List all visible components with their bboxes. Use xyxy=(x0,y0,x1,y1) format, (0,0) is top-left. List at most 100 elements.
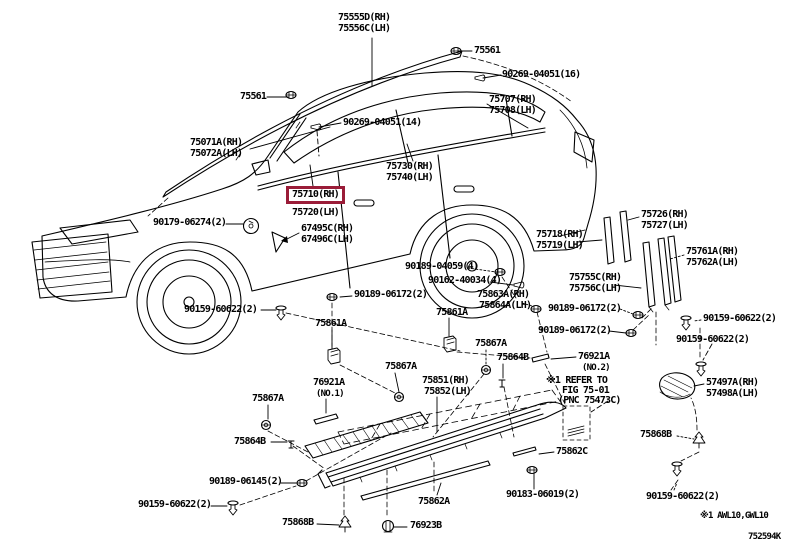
trunk-line xyxy=(560,110,587,168)
side-glass-band xyxy=(284,92,545,163)
grille-slats xyxy=(34,242,110,289)
front-wheel xyxy=(137,250,241,354)
label-75868b-bottom: 75868B xyxy=(282,517,314,528)
strip-75755c xyxy=(643,242,655,307)
label-90189-06172-2-c: 90189-06172(2) xyxy=(538,325,612,336)
label-75864b-top: 75864B xyxy=(497,352,529,363)
label-75072a-lh: 75072A(LH) xyxy=(190,148,243,159)
label-refer-line-2: FIG 75-01 xyxy=(562,385,610,396)
strip-75718 xyxy=(604,217,614,264)
label-75861a-left: 75861A xyxy=(315,318,347,329)
label-75761a-rh: 75761A(RH) xyxy=(686,246,739,257)
label-75719-lh: 75719(LH) xyxy=(536,240,584,251)
label-75851-rh: 75851(RH) xyxy=(422,375,470,386)
strip-76921a-no1 xyxy=(314,414,338,424)
label-57498a-lh: 57498A(LH) xyxy=(706,388,759,399)
label-67495c-rh: 67495C(RH) xyxy=(301,223,354,234)
sash-moulding-strips xyxy=(604,211,681,312)
label-57497a-rh: 57497A(RH) xyxy=(706,377,759,388)
label-76921a-no2-sub: (NO.2) xyxy=(582,363,611,373)
construction-dashes xyxy=(240,277,700,517)
leader-lines xyxy=(211,38,712,527)
label-75762a-lh: 75762A(LH) xyxy=(686,257,739,268)
label-90159-60622-2-right-top: 90159-60622(2) xyxy=(703,313,777,324)
clip-90179-circled-icon xyxy=(244,219,259,234)
label-76921a-no1: 76921A xyxy=(313,377,345,388)
rear-bumper-crease xyxy=(560,230,585,236)
rocker-moulding-75851 xyxy=(318,402,566,488)
label-75755c-rh: 75755C(RH) xyxy=(569,272,622,283)
front-wheel-rim xyxy=(163,276,215,328)
label-75726-rh: 75726(RH) xyxy=(641,209,689,220)
label-75852-lh: 75852(LH) xyxy=(424,386,472,397)
label-90159-60622-2-right: 90159-60622(2) xyxy=(676,334,750,345)
label-75867a-mid: 75867A xyxy=(385,361,417,372)
label-75740-lh: 75740(LH) xyxy=(386,172,434,183)
label-75556c-lh: 75556C(LH) xyxy=(338,23,391,34)
label-75730-rh: 75730(RH) xyxy=(386,161,434,172)
label-75862a: 75862A xyxy=(418,496,450,507)
strip-75726 xyxy=(620,211,631,262)
label-75071a-rh: 75071A(RH) xyxy=(190,137,243,148)
label-refer-line-1: ※1 REFER TO xyxy=(546,375,608,386)
b-pillar-line xyxy=(396,110,408,163)
refer-fig-dashed-box xyxy=(563,406,590,440)
front-door-handle xyxy=(354,200,374,206)
label-90159-60622-2-bottom-left: 90159-60622(2) xyxy=(138,499,212,510)
label-75867a-bottom: 75867A xyxy=(252,393,284,404)
label-75555d-rh: 75555D(RH) xyxy=(338,12,391,23)
label-90189-04059-4: 90189-04059(4) xyxy=(405,261,479,272)
label-90162-40034-4: 90162-40034(4) xyxy=(428,275,502,286)
label-76921a-no1-sub: (NO.1) xyxy=(316,389,345,399)
label-76923b: 76923B xyxy=(410,520,442,531)
rocker-moulding-ticks xyxy=(360,433,502,482)
mudguard-hatch xyxy=(660,376,692,397)
label-75864a-lh: 75864A(LH) xyxy=(479,300,532,311)
label-refer-line-3: (PNC 75473C) xyxy=(558,395,621,406)
label-90179-06274-2: 90179-06274(2) xyxy=(153,217,227,228)
rear-wheel-rim xyxy=(446,240,498,292)
label-75707-rh: 75707(RH) xyxy=(489,94,537,105)
label-75868b-right: 75868B xyxy=(640,429,672,440)
label-90189-06172-2-b: 90189-06172(2) xyxy=(548,303,622,314)
label-90189-06145-2: 90189-06145(2) xyxy=(209,476,283,487)
belt-moulding-lines xyxy=(258,128,545,190)
label-75561-front: 75561 xyxy=(240,91,267,102)
strip-75862a xyxy=(361,461,490,500)
label-90183-06019-2: 90183-06019(2) xyxy=(506,489,580,500)
label-75756c-lh: 75756C(LH) xyxy=(569,283,622,294)
roof-drip-moulding-75555d xyxy=(148,51,572,216)
arrowhead-67495c xyxy=(281,236,288,243)
garnish-67495c xyxy=(272,232,285,252)
label-75862c: 75862C xyxy=(556,446,588,457)
label-75861a-right: 75861A xyxy=(436,307,468,318)
label-drawing-number: 752594K xyxy=(748,532,781,542)
label-90189-06172-2-a: 90189-06172(2) xyxy=(354,289,428,300)
bumper-crease xyxy=(45,260,130,262)
label-75708-lh: 75708(LH) xyxy=(489,105,537,116)
front-door-cut xyxy=(338,172,350,288)
label-75718-rh: 75718(RH) xyxy=(536,229,584,240)
strip-75761a-1 xyxy=(658,238,671,305)
side-mirror xyxy=(252,160,270,175)
label-75867a-top: 75867A xyxy=(475,338,507,349)
strip-75761a-2 xyxy=(668,236,681,302)
label-90269-04051-14: 90269-04051(14) xyxy=(343,117,422,128)
rear-door-cut xyxy=(438,155,450,258)
fasteners xyxy=(227,46,707,533)
strip-76921a-no2 xyxy=(532,354,549,362)
quarter-glass-line xyxy=(506,99,512,136)
label-67496c-lh: 67496C(LH) xyxy=(301,234,354,245)
label-90159-60622-2-front: 90159-60622(2) xyxy=(184,304,258,315)
grille-outline xyxy=(32,234,112,298)
label-90159-60622-2-bottom-right: 90159-60622(2) xyxy=(646,491,720,502)
taillight xyxy=(574,132,594,162)
dashed-install-outline xyxy=(338,390,560,444)
rear-wheel xyxy=(420,214,524,318)
clip-76923b xyxy=(383,521,394,533)
label-75727-lh: 75727(LH) xyxy=(641,220,689,231)
strip-75862c xyxy=(513,447,536,456)
